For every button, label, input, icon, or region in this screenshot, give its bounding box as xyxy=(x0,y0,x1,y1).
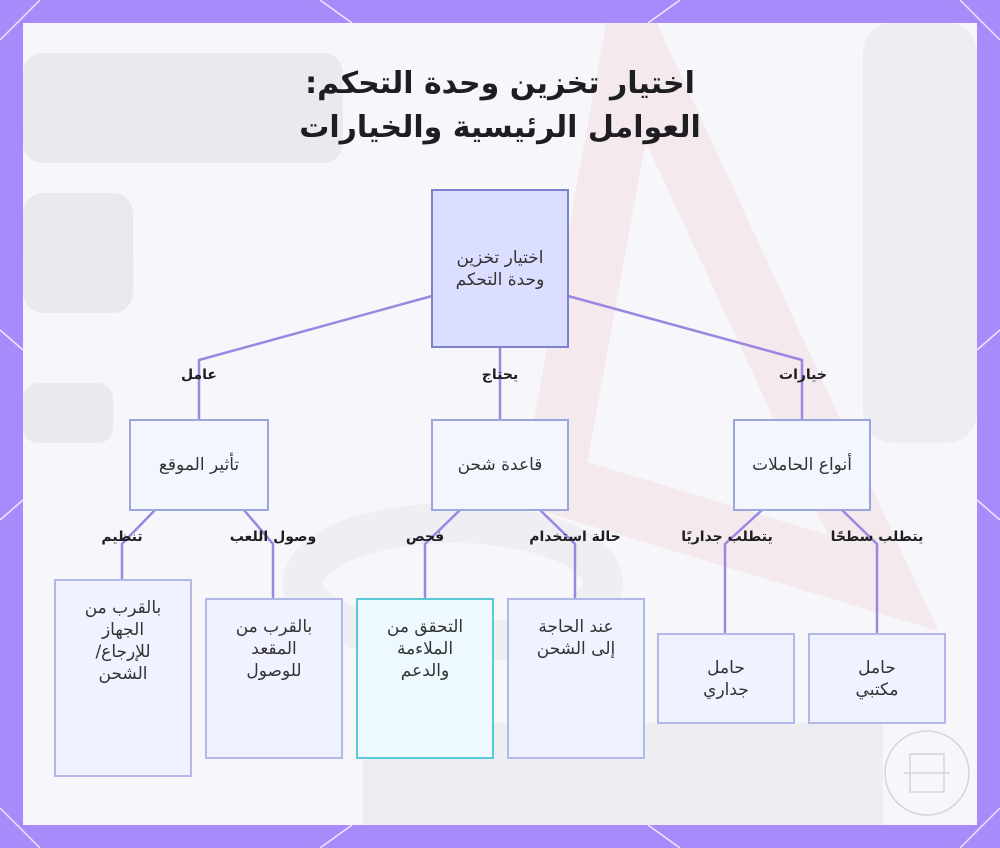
edge-label-needs-wall: يتطلب جداريًا xyxy=(681,529,773,545)
edge-label-needs-surface: يتطلب سطحًا xyxy=(830,529,924,545)
node-wall: حامل جداري xyxy=(657,633,795,724)
edge-label-factor: عامل xyxy=(181,367,217,383)
diagram-title: اختيار تخزين وحدة التحكم: العوامل الرئيس… xyxy=(0,62,1000,150)
link-impact-near-seat xyxy=(242,508,275,599)
link-types-wall xyxy=(723,508,764,634)
edge-label-needs: يحتاج xyxy=(481,367,519,383)
node-base-label: قاعدة شحن xyxy=(457,455,543,475)
watermark-badge-icon xyxy=(884,730,970,816)
node-near-seat: بالقرب من المقعد للوصول xyxy=(205,598,343,759)
node-check: التحقق من الملاءمة والدعم xyxy=(356,598,494,759)
edge-label-inspect: فحص xyxy=(405,529,445,545)
node-root: اختيار تخزين وحدة التحكم xyxy=(431,189,569,348)
edge-label-organize: تنظيم xyxy=(101,529,143,545)
node-base: قاعدة شحن xyxy=(431,419,569,511)
node-types-label: أنواع الحاملات xyxy=(752,455,852,475)
node-impact-label: تأثير الموقع xyxy=(158,455,240,475)
link-root-types xyxy=(566,294,804,420)
edge-label-play-access: وصول اللعب xyxy=(229,529,317,545)
link-impact-near-device xyxy=(120,508,157,580)
node-types: أنواع الحاملات xyxy=(733,419,871,511)
node-wall-label: حامل جداري xyxy=(703,657,749,700)
node-desk-label: حامل مكتبي xyxy=(855,657,899,700)
node-desk: حامل مكتبي xyxy=(808,633,946,724)
node-when-needed: عند الحاجة إلى الشحن xyxy=(507,598,645,759)
title-line-1: اختيار تخزين وحدة التحكم: xyxy=(305,66,695,101)
background-image xyxy=(23,23,977,825)
node-check-label: التحقق من الملاءمة والدعم xyxy=(386,617,464,681)
node-root-label: اختيار تخزين وحدة التحكم xyxy=(455,247,545,290)
edge-label-usage-case: حالة استخدام xyxy=(529,529,621,545)
link-root-impact xyxy=(197,294,434,420)
node-near-seat-label: بالقرب من المقعد للوصول xyxy=(235,617,313,681)
node-impact: تأثير الموقع xyxy=(129,419,269,511)
link-types-desk xyxy=(840,508,879,634)
link-base-check xyxy=(423,508,462,599)
edge-label-options: خيارات xyxy=(779,367,827,383)
node-near-device: بالقرب من الجهاز للإرجاع/الشحن xyxy=(54,579,192,777)
link-base-when-needed xyxy=(538,508,577,599)
node-when-needed-label: عند الحاجة إلى الشحن xyxy=(536,617,616,659)
title-line-2: العوامل الرئيسية والخيارات xyxy=(299,110,701,145)
node-near-device-label: بالقرب من الجهاز للإرجاع/الشحن xyxy=(84,598,162,684)
